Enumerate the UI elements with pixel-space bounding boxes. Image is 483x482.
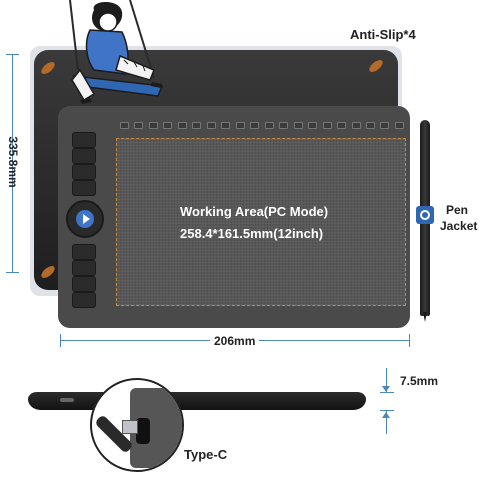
shortcut-key-icon	[221, 122, 231, 129]
usb-port	[60, 398, 74, 402]
shortcut-key-icon	[279, 122, 289, 129]
anti-slip-label: Anti-Slip*4	[350, 27, 416, 42]
shortcut-key-icon	[235, 122, 245, 129]
port-zoom-circle	[90, 378, 184, 472]
character-on-swing-illustration	[69, 0, 164, 104]
thickness-dimension-label: 7.5mm	[400, 374, 439, 388]
tablet-side-profile	[28, 392, 366, 410]
express-key[interactable]	[72, 180, 96, 196]
width-dimension-cap	[409, 334, 410, 347]
working-area	[116, 138, 406, 306]
express-key[interactable]	[72, 292, 96, 308]
shortcut-strip	[120, 122, 404, 132]
shortcut-key-icon	[322, 122, 332, 129]
shortcut-key-icon	[351, 122, 361, 129]
shortcut-key-icon	[250, 122, 260, 129]
express-key[interactable]	[72, 164, 96, 180]
shortcut-key-icon	[293, 122, 303, 129]
height-dimension-cap	[6, 54, 19, 55]
height-dimension-cap	[6, 272, 19, 273]
type-c-label: Type-C	[184, 447, 228, 462]
pen-tip	[423, 312, 427, 322]
logo-badge-icon	[416, 206, 434, 224]
pen-jacket-label-line2: Jacket	[440, 219, 478, 233]
thickness-dimension-line	[386, 410, 387, 434]
shortcut-key-icon	[177, 122, 187, 129]
shortcut-key-icon	[163, 122, 173, 129]
width-dimension-cap	[60, 334, 61, 347]
shortcut-key-icon	[192, 122, 202, 129]
shortcut-key-icon	[134, 122, 144, 129]
shortcut-key-icon	[148, 122, 158, 129]
express-key[interactable]	[72, 244, 96, 260]
shortcut-key-icon	[365, 122, 375, 129]
arrow-up-icon	[382, 412, 390, 418]
express-key[interactable]	[72, 260, 96, 276]
shortcut-key-icon	[337, 122, 347, 129]
height-dimension-label: 335.8mm	[6, 136, 20, 188]
shortcut-key-icon	[120, 122, 129, 129]
width-dimension-label: 206mm	[210, 334, 260, 348]
shortcut-key-icon	[308, 122, 318, 129]
height-dimension-line	[12, 54, 13, 272]
shortcut-key-icon	[264, 122, 274, 129]
working-area-title: Working Area(PC Mode)	[180, 204, 329, 219]
express-key[interactable]	[72, 276, 96, 292]
shortcut-key-icon	[380, 122, 390, 129]
pen-jacket-label-line1: Pen	[446, 203, 469, 217]
working-area-size: 258.4*161.5mm(12inch)	[180, 226, 324, 241]
thickness-dimension-cap	[380, 410, 394, 411]
play-dial-icon[interactable]	[66, 200, 104, 238]
express-key[interactable]	[72, 148, 96, 164]
thickness-dimension-line	[386, 368, 387, 392]
shortcut-key-icon	[394, 122, 404, 129]
thickness-dimension-cap	[380, 392, 394, 393]
shortcut-key-icon	[206, 122, 216, 129]
express-key[interactable]	[72, 132, 96, 148]
arrow-down-icon	[382, 386, 390, 392]
